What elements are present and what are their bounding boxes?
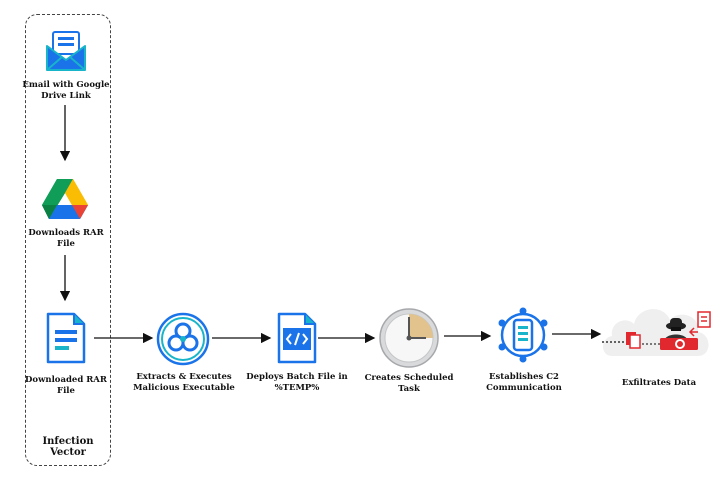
email-label: Email with Google Drive Link bbox=[22, 80, 110, 101]
rar-label: Downloaded RAR File bbox=[25, 375, 107, 396]
network-device-icon bbox=[498, 307, 548, 363]
exfil-label: Exfiltrates Data bbox=[621, 378, 697, 388]
infection-vector-label: Infection Vector bbox=[42, 436, 94, 458]
google-drive-icon bbox=[42, 179, 88, 219]
hacker-figure bbox=[664, 318, 688, 342]
biohazard-icon bbox=[156, 312, 210, 366]
task-label: Creates Scheduled Task bbox=[364, 373, 454, 394]
c2-label: Establishes C2 Communication bbox=[486, 372, 562, 393]
email-icon bbox=[46, 31, 86, 71]
clock-icon bbox=[379, 308, 439, 368]
infection-vector-group bbox=[25, 14, 111, 466]
batch-label: Deploys Batch File in %TEMP% bbox=[246, 372, 348, 393]
drive-label: Downloads RAR File bbox=[28, 228, 104, 249]
extract-label: Extracts & Executes Malicious Executable bbox=[133, 372, 235, 393]
code-file-icon bbox=[277, 312, 317, 364]
document-icon bbox=[46, 312, 86, 364]
cloud-hacker-icon bbox=[602, 309, 711, 356]
